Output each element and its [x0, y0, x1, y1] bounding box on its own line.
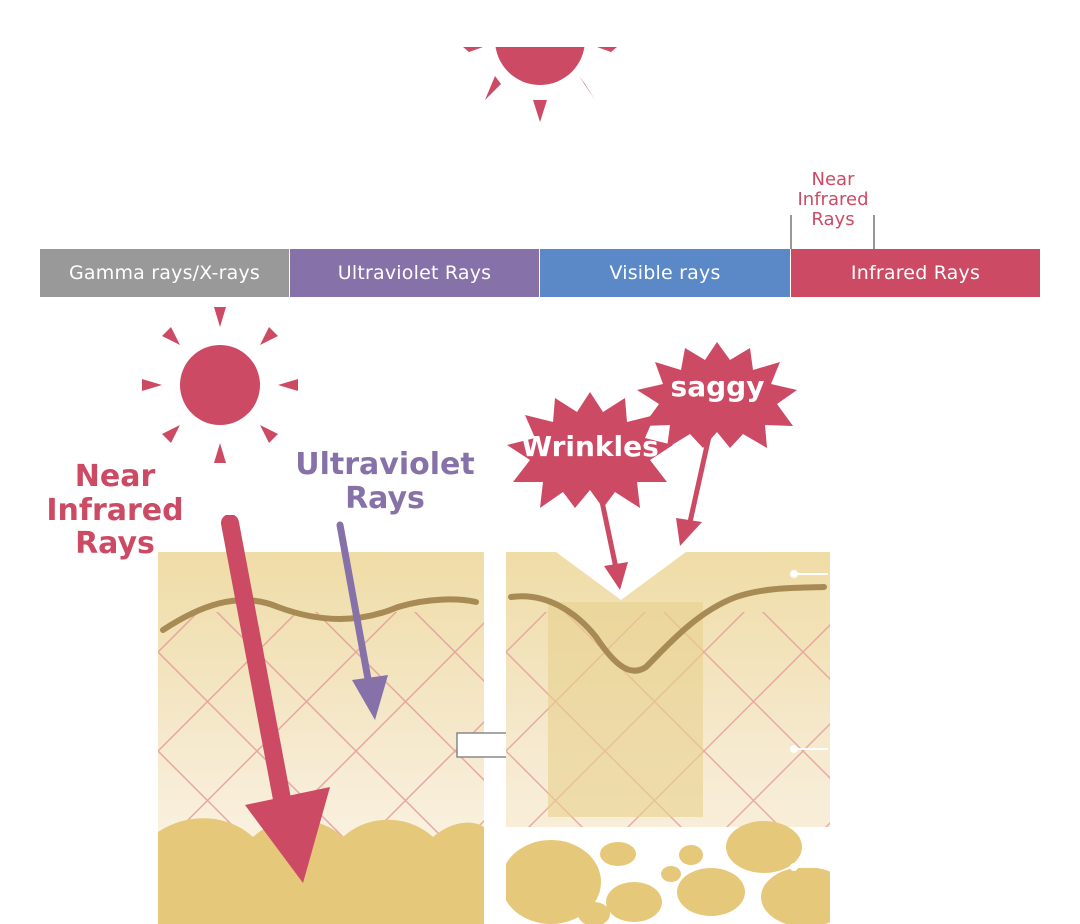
- ultraviolet-label: Ultraviolet Rays: [337, 262, 492, 284]
- ultraviolet-rays-label: Ultraviolet Rays: [285, 448, 485, 515]
- saggy-burst-icon: [637, 342, 797, 448]
- near-infrared-rays-label: Near Infrared Rays: [40, 460, 190, 561]
- sun-icon: [142, 307, 298, 463]
- aged-skin-cross-section: [506, 552, 830, 924]
- visible-band: Visible rays: [540, 249, 790, 297]
- healthy-skin-cross-section: [158, 552, 484, 924]
- gamma-xray-label: Gamma rays/X-rays: [69, 262, 260, 284]
- ultraviolet-band: Ultraviolet Rays: [290, 249, 539, 297]
- top-sun-icon: [455, 0, 625, 122]
- ultraviolet-line1: Ultraviolet: [295, 447, 475, 482]
- gamma-xray-band: Gamma rays/X-rays: [40, 249, 289, 297]
- near-infrared-spectrum-line3: Rays: [811, 208, 855, 230]
- wrinkles-pointer-arrow: [597, 491, 628, 590]
- infrared-label: Infrared Rays: [850, 262, 981, 284]
- saggy-pointer-arrow: [676, 431, 713, 546]
- near-infrared-line2: Infrared: [46, 492, 184, 528]
- near-infrared-arrow: [221, 515, 330, 883]
- ultraviolet-line2: Rays: [345, 480, 425, 516]
- near-infrared-bracket: [790, 215, 875, 249]
- ultraviolet-arrow: [336, 521, 388, 720]
- wrinkles-burst-icon: [507, 392, 673, 508]
- wrinkles-label: Wrinkles: [521, 430, 659, 463]
- near-infrared-spectrum-line2: Infrared: [797, 188, 869, 210]
- near-infrared-spectrum-line1: Near: [811, 169, 855, 190]
- visible-label: Visible rays: [609, 262, 721, 284]
- near-infrared-line3: Rays: [75, 526, 155, 562]
- near-infrared-line1: Near: [74, 459, 156, 494]
- near-infrared-spectrum-label: Near Infrared Rays: [778, 170, 888, 229]
- saggy-label: saggy: [670, 370, 765, 403]
- infrared-band: Infrared Rays: [791, 249, 1040, 297]
